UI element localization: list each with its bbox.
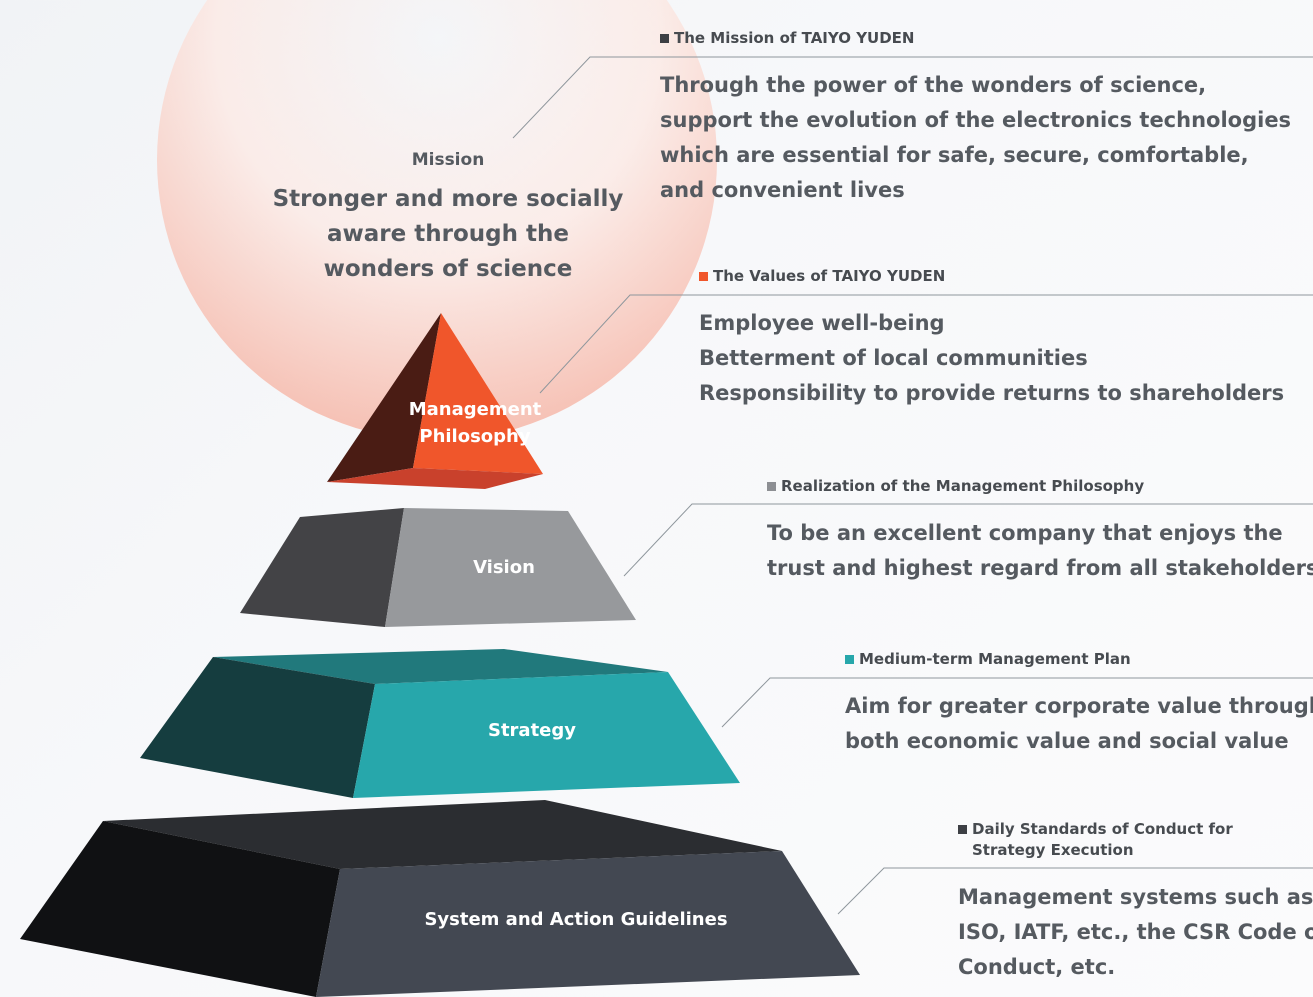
tier-system-left-face (20, 821, 340, 997)
tier-system-right-face (316, 851, 860, 997)
callout-body-values: Employee well-being Betterment of local … (699, 311, 1285, 405)
callout-heading-mission: The Mission of TAIYO YUDEN (660, 28, 914, 49)
leader-line-values (539, 294, 1313, 394)
tier-label-system: System and Action Guidelines (424, 909, 728, 930)
bullet-square-icon (660, 34, 669, 43)
tier-strategy (140, 649, 740, 798)
tier-label-strategy: Strategy (487, 720, 577, 741)
mission-label: Mission (411, 150, 485, 170)
callout-body-mission: Through the power of the wonders of scie… (660, 73, 1292, 202)
tier-strategy-right-face (353, 672, 740, 798)
callout-body-strategy: Aim for greater corporate value through … (845, 694, 1313, 753)
tier-system-top-face (103, 800, 782, 869)
tier-management-philosophy (327, 313, 543, 489)
leader-line-strategy (721, 677, 1313, 728)
callout-heading-vision: Realization of the Management Philosophy (767, 476, 1144, 497)
bullet-square-icon (845, 655, 854, 664)
tier-label-vision: Vision (473, 557, 535, 578)
callout-heading-system: Daily Standards of Conduct for Strategy … (958, 819, 1233, 861)
tier-strategy-left-face (140, 657, 375, 798)
leader-line-vision (623, 503, 1313, 577)
bullet-square-icon (767, 482, 776, 491)
callout-body-vision: To be an excellent company that enjoys t… (767, 521, 1313, 580)
tier-label-management-philosophy: Management Philosophy (408, 399, 542, 447)
tier-vision-left-face (240, 508, 404, 627)
tier-mp-left-face (327, 313, 441, 482)
tier-vision-right-face (385, 508, 636, 627)
tier-mp-right-face (413, 313, 543, 474)
tier-vision (240, 508, 636, 627)
tier-mp-bottom-face (327, 468, 543, 489)
bullet-square-icon (958, 825, 967, 834)
bullet-square-icon (699, 272, 708, 281)
leader-line-mission (512, 56, 1313, 139)
tier-strategy-top-face (213, 649, 668, 684)
callout-heading-strategy: Medium-term Management Plan (845, 649, 1131, 670)
callout-body-system: Management systems such as ISO, IATF, et… (958, 885, 1313, 979)
callout-heading-values: The Values of TAIYO YUDEN (699, 266, 945, 287)
mission-statement: Stronger and more socially aware through… (272, 186, 624, 282)
tier-system (20, 800, 860, 997)
leader-line-system (837, 867, 1313, 915)
leader-lines (512, 56, 1313, 915)
